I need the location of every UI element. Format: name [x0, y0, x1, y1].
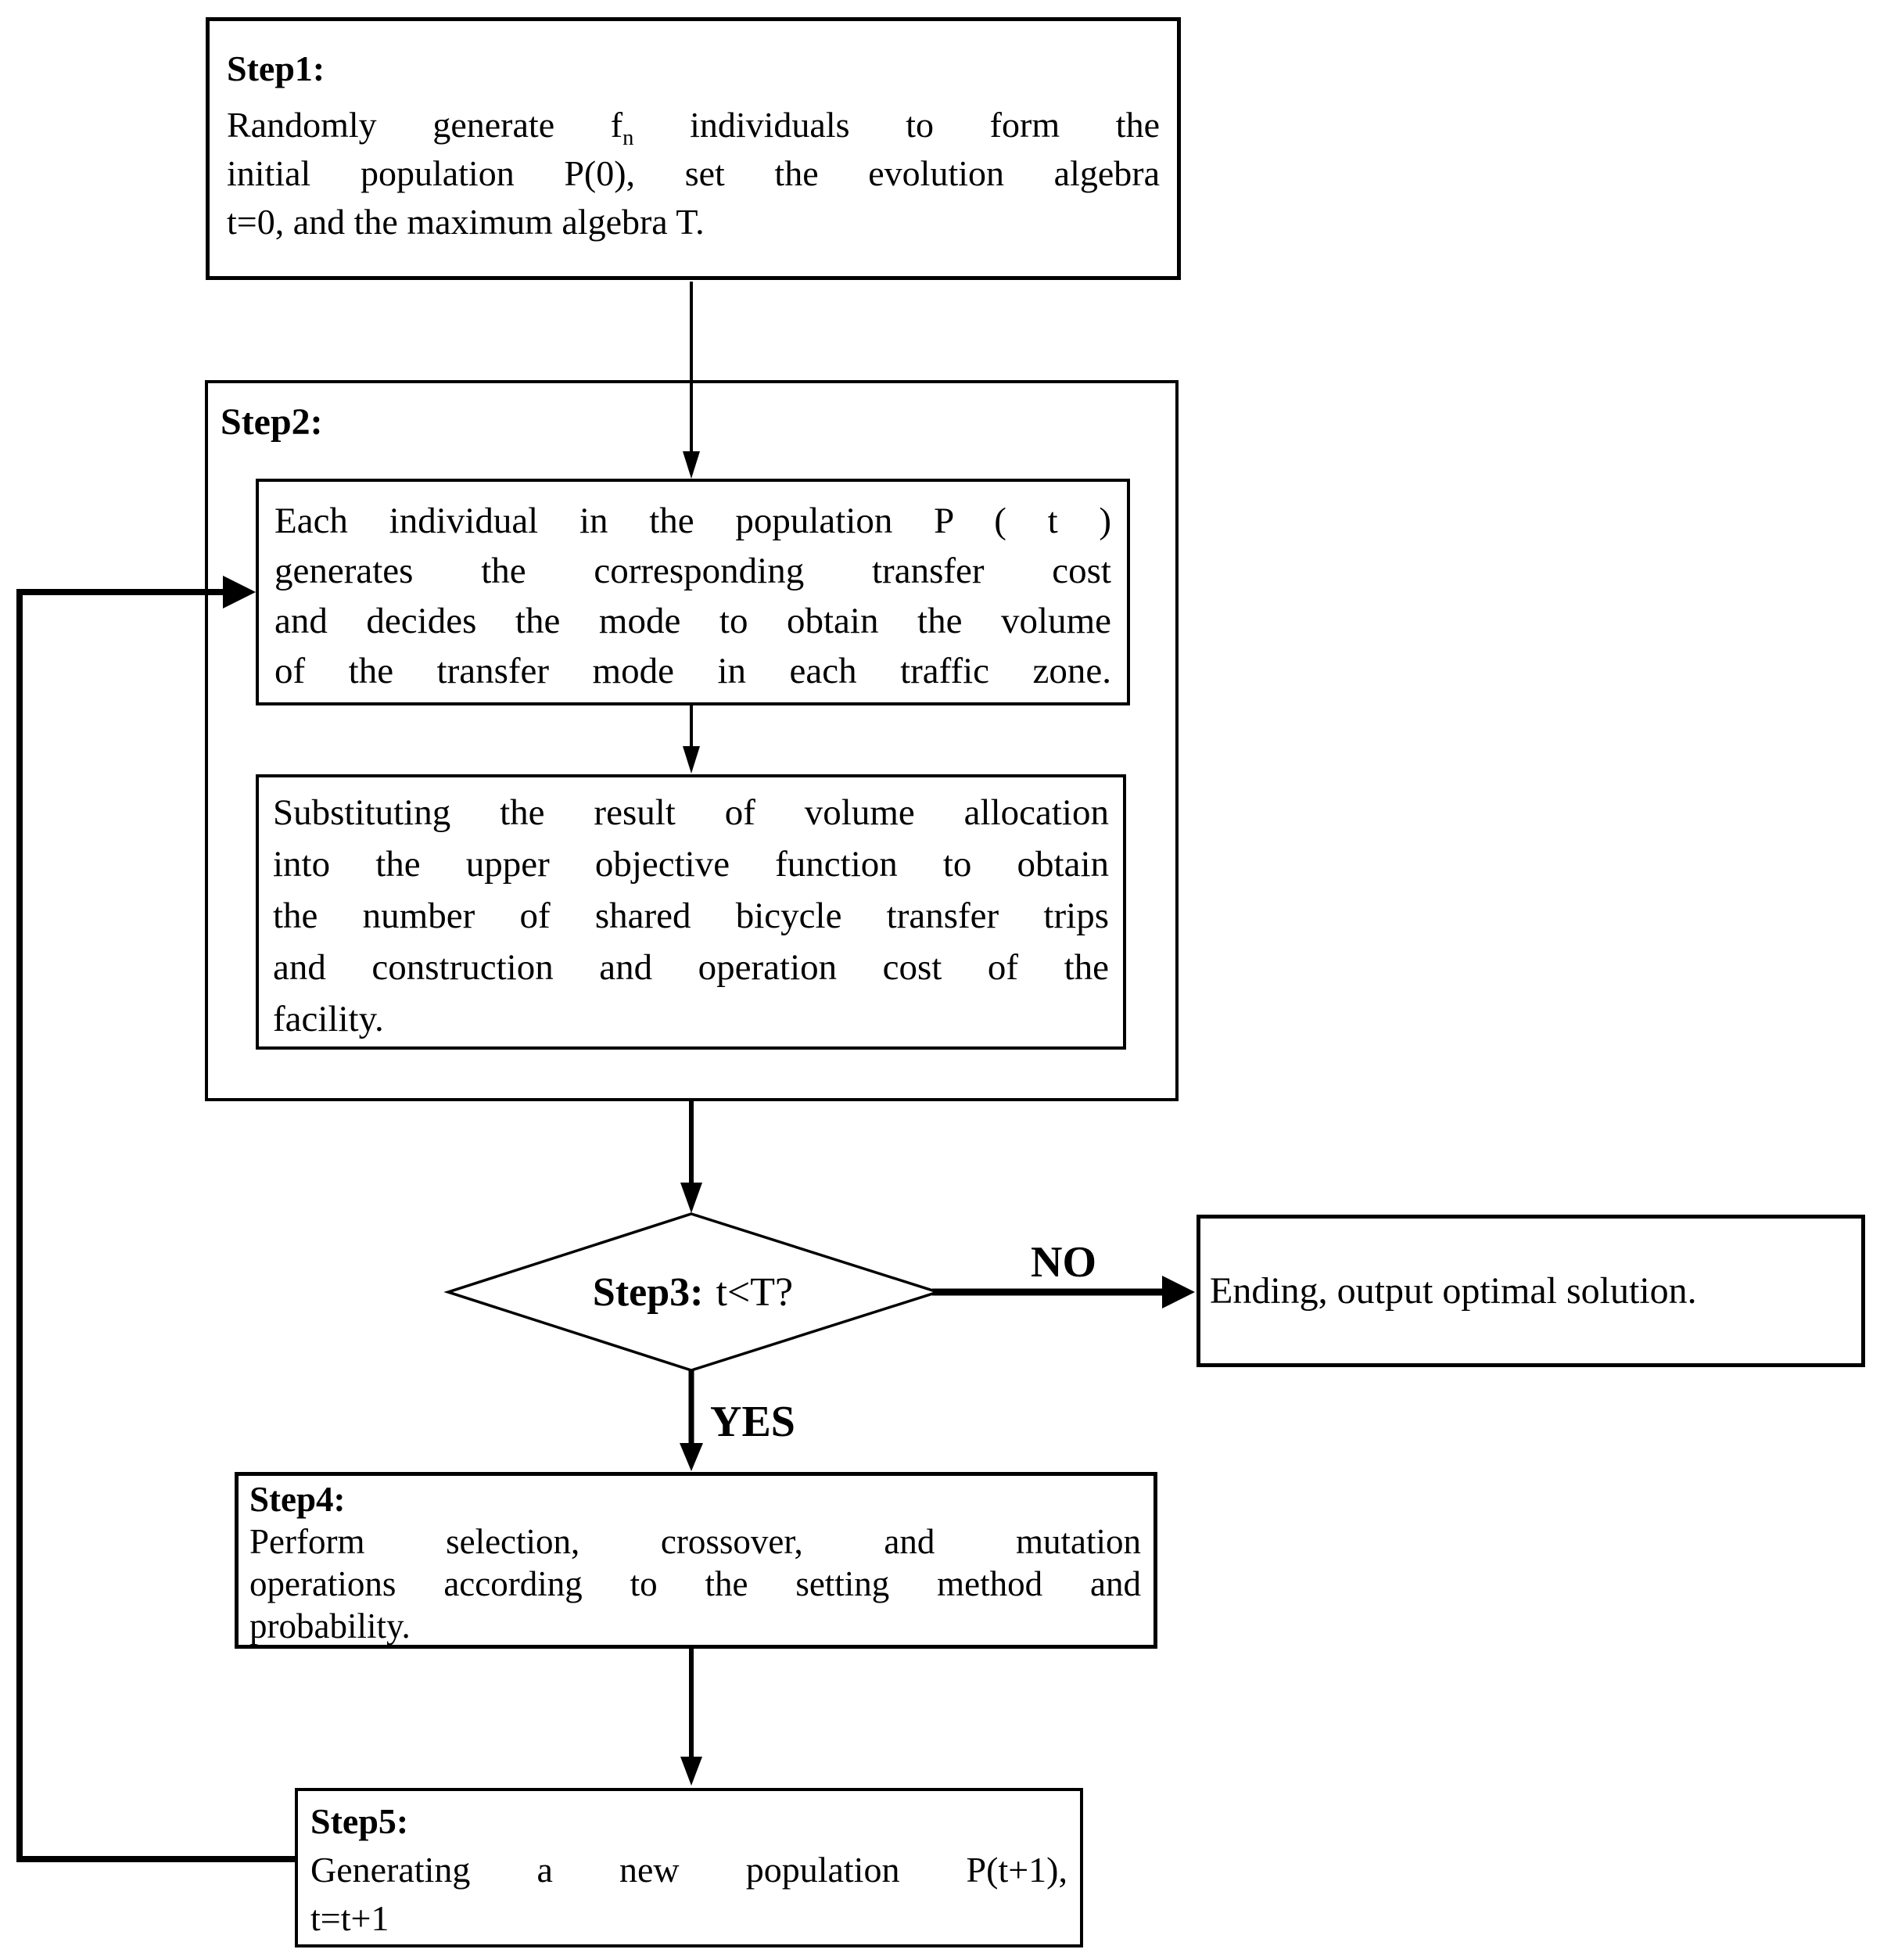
step1-box: Step1: Randomly generate fn individuals … — [206, 17, 1181, 280]
decision-diamond — [443, 1212, 942, 1372]
arrowhead-step4-to-step5 — [680, 1757, 702, 1786]
text-line: Generating a new population P(t+1), — [310, 1850, 1067, 1890]
step1-label: Step1: — [227, 48, 325, 88]
ending-text: Ending, output optimal solution. — [1210, 1270, 1697, 1312]
step5-text: Generating a new population P(t+1), t=t+1 — [310, 1846, 1067, 1943]
text-line: generates the corresponding transfer cos… — [274, 551, 1111, 591]
step4-text: Perform selection, crossover, and mutati… — [249, 1520, 1141, 1647]
text-line: Substituting the result of volume alloca… — [273, 792, 1109, 833]
text-line: and construction and operation cost of t… — [273, 947, 1109, 988]
arrowhead-yes-branch — [680, 1443, 703, 1471]
arrowhead-feedback-loop — [223, 576, 256, 608]
step3-label: Step3: — [592, 1269, 704, 1315]
arrowhead-box2a-to-box2b — [683, 746, 700, 774]
text-line: Each individual in the population P ( t … — [274, 501, 1111, 541]
text-line: t=t+1 — [310, 1898, 389, 1938]
ending-box: Ending, output optimal solution. — [1197, 1215, 1865, 1367]
text-line: initial population P(0), set the evoluti… — [227, 153, 1160, 193]
text-line: facility. — [273, 999, 384, 1039]
text-line: Randomly generate fn individuals to form… — [227, 105, 1160, 151]
step4-box: Step4: Perform selection, crossover, and… — [235, 1472, 1157, 1649]
step2-label: Step2: — [221, 401, 323, 443]
step3-condition: t<T? — [716, 1269, 794, 1315]
text-line: into the upper objective function to obt… — [273, 844, 1109, 885]
text-line: of the transfer mode in each traffic zon… — [274, 651, 1111, 691]
step5-label: Step5: — [310, 1801, 409, 1841]
text-line: the number of shared bicycle transfer tr… — [273, 896, 1109, 936]
text-line: t=0, and the maximum algebra T. — [227, 202, 705, 242]
step2-volume-box: Each individual in the population P ( t … — [256, 479, 1130, 705]
step5-box: Step5: Generating a new population P(t+1… — [295, 1788, 1083, 1947]
step2-volume-text: Each individual in the population P ( t … — [274, 496, 1111, 696]
text-line: operations according to the setting meth… — [249, 1564, 1141, 1603]
step4-label: Step4: — [249, 1480, 346, 1519]
step2-substitution-text: Substituting the result of volume alloca… — [273, 787, 1109, 1045]
feedback-loop-line — [16, 589, 295, 1862]
step3-decision: Step3: t<T? — [448, 1214, 938, 1370]
text-line: Perform selection, crossover, and mutati… — [249, 1522, 1141, 1561]
step2-substitution-box: Substituting the result of volume alloca… — [256, 774, 1126, 1050]
arrowhead-step1-to-box2a — [683, 451, 700, 479]
yes-branch-label: YES — [710, 1398, 795, 1446]
arrowhead-step2-to-diamond — [680, 1183, 702, 1213]
text-line: probability. — [249, 1606, 411, 1646]
arrowhead-no-branch — [1162, 1276, 1195, 1308]
step2-container-box — [205, 380, 1179, 1101]
text-line: and decides the mode to obtain the volum… — [274, 601, 1111, 641]
step1-text: Randomly generate fn individuals to form… — [227, 101, 1160, 246]
no-branch-label: NO — [1031, 1238, 1096, 1287]
